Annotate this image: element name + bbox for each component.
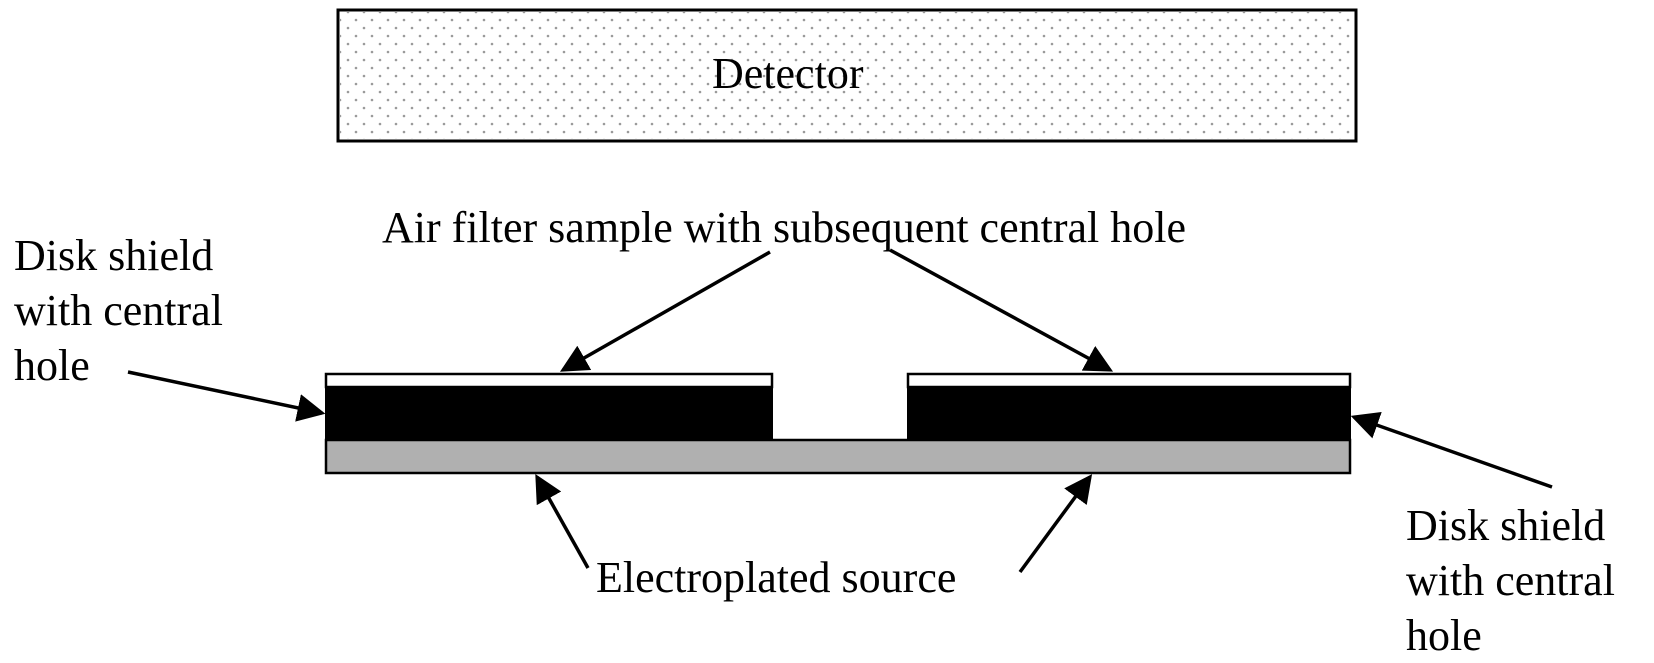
disk-shield-left-line-3: hole — [14, 341, 90, 390]
disk-shield-left — [325, 386, 773, 441]
detector-dot-fill — [340, 12, 1354, 139]
arrow-disk-shield-right — [1350, 411, 1553, 489]
air-filter-label: Air filter sample with subsequent centra… — [382, 203, 1186, 252]
disk-shield-right-line-3: hole — [1406, 611, 1482, 660]
air-filter-left — [324, 372, 774, 389]
disk-shield-right-line-2: with central — [1406, 556, 1615, 605]
detector-label: Detector — [712, 49, 864, 98]
arrow-electroplated-right — [1018, 474, 1093, 574]
disk-shield-left-label: Disk shield with central hole — [14, 228, 223, 393]
arrow-disk-shield-left — [127, 370, 326, 422]
electroplated-source-layer — [324, 438, 1352, 475]
disk-shield-left-line-2: with central — [14, 286, 223, 335]
air-filter-right — [906, 372, 1352, 389]
arrow-electroplated-left — [535, 473, 590, 569]
arrow-air-filter-right — [889, 248, 1114, 372]
electroplated-source-label: Electroplated source — [596, 553, 957, 602]
disk-shield-right-label: Disk shield with central hole — [1406, 498, 1615, 663]
arrow-air-filter-left — [559, 250, 771, 372]
disk-shield-right — [907, 386, 1351, 441]
disk-shield-left-line-1: Disk shield — [14, 231, 214, 280]
disk-shield-right-line-1: Disk shield — [1406, 501, 1606, 550]
